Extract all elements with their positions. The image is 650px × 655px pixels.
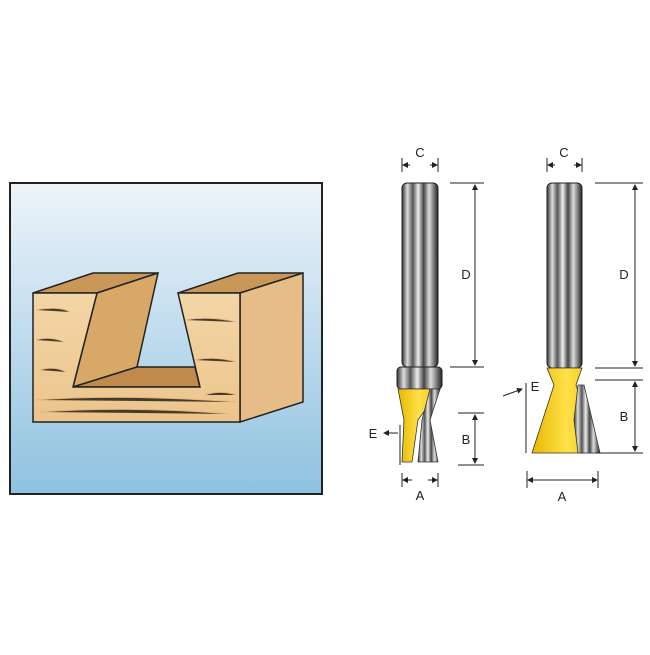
right-dimension-d xyxy=(595,182,643,369)
left-bit-collar xyxy=(396,366,443,390)
left-label-e: E xyxy=(369,426,378,441)
wood-front-face xyxy=(32,292,241,423)
right-dimension-c xyxy=(546,158,583,172)
left-router-bit: C D B E A xyxy=(369,145,484,503)
right-bit-flute xyxy=(573,384,601,454)
right-label-b: B xyxy=(620,409,629,424)
left-label-c: C xyxy=(415,145,424,160)
wood-grain xyxy=(35,308,237,415)
right-dimension-e xyxy=(502,383,527,453)
left-label-a: A xyxy=(416,488,425,503)
right-label-c: C xyxy=(559,145,568,160)
right-dimension-a xyxy=(526,471,599,488)
right-label-e: E xyxy=(531,379,540,394)
right-label-d-bg xyxy=(617,264,631,282)
left-dimension-a xyxy=(401,473,439,487)
left-label-d: D xyxy=(461,267,470,282)
dovetail-joint-illustration xyxy=(9,182,323,495)
left-dimension-b xyxy=(458,412,484,466)
left-bit-flute xyxy=(417,388,441,463)
right-dimension-b xyxy=(595,379,643,454)
left-dimension-e xyxy=(383,425,401,465)
left-dimension-d xyxy=(450,182,484,368)
right-label-d: D xyxy=(619,267,628,282)
left-label-d-bg xyxy=(459,264,473,282)
right-router-bit: C D B E A xyxy=(502,145,643,504)
right-label-a: A xyxy=(558,489,567,504)
right-bit-shank xyxy=(546,182,583,369)
left-dimension-c xyxy=(401,158,439,172)
left-label-b: B xyxy=(462,432,471,447)
left-bit-shank xyxy=(401,182,439,368)
wood-side-face xyxy=(239,271,304,424)
